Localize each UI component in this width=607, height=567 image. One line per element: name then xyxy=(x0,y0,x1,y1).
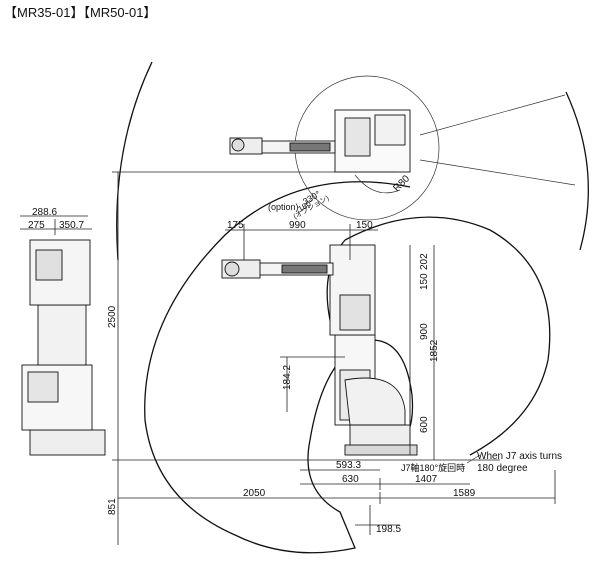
dim-184-2: 184.2 xyxy=(282,365,293,390)
top-pose-motor xyxy=(344,117,371,157)
side-lower-arm xyxy=(37,304,87,366)
j7-label: J7軸180°旋回時 xyxy=(401,462,465,473)
j7-note-line2: 180 degree xyxy=(477,463,528,474)
wrist-ray-lower xyxy=(419,159,576,186)
main-upper-arm-motor xyxy=(339,294,371,331)
dim-350-7: 350.7 xyxy=(59,220,84,231)
j7-note-line1: When J7 axis turns xyxy=(477,451,562,462)
dim-175: 175 xyxy=(227,220,244,231)
dim-593-3: 593.3 xyxy=(336,460,361,471)
dim-630: 630 xyxy=(342,474,359,485)
dim-990: 990 xyxy=(289,220,306,231)
top-pose-shoulder xyxy=(374,114,406,146)
dim-288-6: 288.6 xyxy=(32,207,57,218)
wrist-small-arc xyxy=(354,174,401,194)
main-envelope-outer xyxy=(144,181,411,554)
dim-275: 275 xyxy=(28,220,45,231)
j7-leader-line xyxy=(466,454,481,464)
dim-600: 600 xyxy=(419,416,430,433)
robot-main-pose xyxy=(221,244,418,456)
side-base xyxy=(29,429,106,456)
top-pose-arm-cable xyxy=(289,142,331,152)
dim-150-top: 150 xyxy=(356,220,373,231)
dim-1852: 1852 xyxy=(429,339,440,362)
robot-side-view xyxy=(21,239,106,456)
side-j3-motor xyxy=(35,249,63,281)
top-pose-flange xyxy=(231,138,245,152)
option-label: (option) xyxy=(268,202,299,212)
outer-envelope-arc-left xyxy=(116,61,153,261)
dim-2500: 2500 xyxy=(107,305,118,328)
dim-202: 202 xyxy=(419,253,430,270)
dim-1589: 1589 xyxy=(453,488,476,499)
dimension-lines: 288.6 275 350.7 2500 851 175 990 150 202… xyxy=(20,171,556,545)
main-flange xyxy=(224,261,240,277)
dim-r80: R80 xyxy=(391,173,412,194)
robot-top-pose xyxy=(229,109,411,173)
main-base-plate xyxy=(344,444,418,456)
side-j2-motor xyxy=(27,371,59,403)
dim-150-side: 150 xyxy=(419,273,430,290)
dim-900: 900 xyxy=(419,323,430,340)
main-envelope-right xyxy=(344,216,551,456)
main-forearm-cable xyxy=(281,264,328,274)
dim-851: 851 xyxy=(107,498,118,515)
wrist-ray-upper xyxy=(419,94,566,136)
dim-2050: 2050 xyxy=(243,488,266,499)
main-j2-housing xyxy=(344,377,406,426)
dim-1407: 1407 xyxy=(415,474,438,485)
drawing-title: 【MR35-01】【MR50-01】 xyxy=(4,5,156,20)
dim-198-5: 198.5 xyxy=(376,524,401,535)
outer-envelope-arc-right xyxy=(565,91,589,251)
